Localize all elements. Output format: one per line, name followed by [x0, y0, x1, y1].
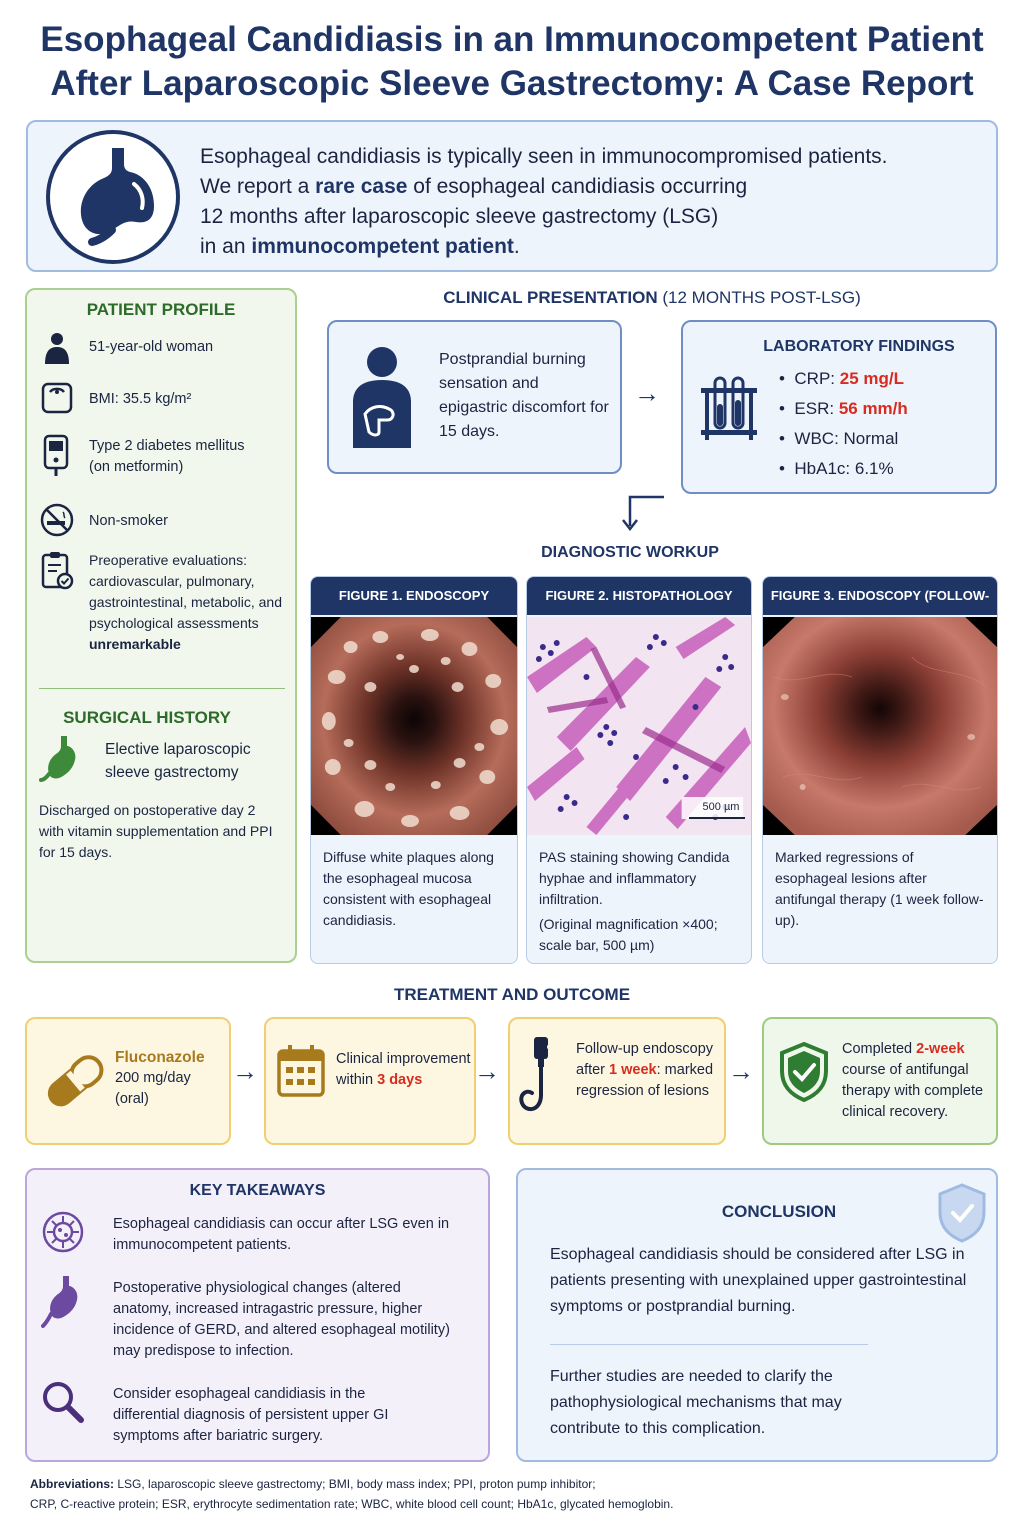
- conclusion-text-2: Further studies are needed to clarify th…: [550, 1368, 842, 1437]
- profile-divider: [39, 688, 285, 689]
- profile-bmi: BMI: 35.5 kg/m²: [39, 380, 289, 420]
- profile-smoking: Non-smoker: [39, 502, 289, 542]
- figure-1-title: FIGURE 1. ENDOSCOPY (INITIAL): [311, 577, 517, 641]
- takeaway-2: Postoperative physiological changes (alt…: [41, 1274, 481, 1364]
- figure-1-panel: FIGURE 1. ENDOSCOPY (INITIAL) Diffuse wh…: [310, 576, 518, 964]
- shield-check-icon: [938, 1183, 986, 1243]
- figure-2-panel: FIGURE 2. HISTOPATHOLOGY 500 µm PAS stai…: [526, 576, 752, 964]
- patient-profile-panel: PATIENT PROFILE 51-year-old woman BMI: 3…: [25, 288, 297, 963]
- treatment-improvement-box: Clinical improvement within 3 days: [264, 1017, 476, 1145]
- intro-text: Esophageal candidiasis is typically seen…: [200, 145, 888, 258]
- figure-2-scale-label: 500 µm: [702, 801, 740, 813]
- surgical-history-item: Elective laparoscopic sleeve gastrectomy: [39, 734, 299, 788]
- figure-3-panel: FIGURE 3. ENDOSCOPY (FOLLOW-UP) Marked r…: [762, 576, 998, 964]
- treatment-followup-text: Follow-up endoscopy after 1 week: marked…: [576, 1041, 714, 1099]
- intro-highlight-immunocompetent: immunocompetent patient: [251, 235, 514, 258]
- conclusion-text-1: Esophageal candidiasis should be conside…: [550, 1246, 967, 1315]
- takeaway-1: Esophageal candidiasis can occur after L…: [41, 1210, 481, 1258]
- figure-3-title: FIGURE 3. ENDOSCOPY (FOLLOW-UP): [763, 577, 997, 641]
- arrow-down-left-icon: [622, 495, 664, 532]
- figure-2-scale-bar: [689, 817, 745, 819]
- takeaway-3: Consider esophageal candidiasis in the d…: [41, 1380, 481, 1452]
- figure-3-endoscopy-image: [763, 617, 997, 835]
- symptom-box: Postprandial burning sensation and epiga…: [327, 320, 622, 474]
- arrow-right-icon: →: [728, 1056, 754, 1086]
- laboratory-findings-box: LABORATORY FINDINGS • CRP: 25 mg/L • ESR…: [681, 320, 997, 494]
- symptom-text: Postprandial burning sensation and epiga…: [439, 351, 609, 440]
- laboratory-list: • CRP: 25 mg/L • ESR: 56 mm/h • WBC: Nor…: [779, 364, 989, 484]
- figure-3-caption: Marked regressions of esophageal lesions…: [775, 849, 984, 928]
- conclusion-panel: CONCLUSION Esophageal candidiasis should…: [516, 1168, 998, 1462]
- treatment-drug-text: Fluconazole 200 mg/day (oral): [115, 1049, 205, 1107]
- profile-diabetes: Type 2 diabetes mellitus (on metformin): [39, 434, 289, 484]
- discharge-note: Discharged on postoperative day 2 with v…: [39, 802, 273, 860]
- lab-wbc: • WBC: Normal: [779, 429, 899, 448]
- figure-2-histopathology-image: [527, 617, 751, 835]
- page-title: Esophageal Candidiasis in an Immunocompe…: [40, 20, 984, 103]
- treatment-completion-text: Completed 2-week course of antifungal th…: [842, 1041, 984, 1120]
- magnifying-glass-icon: [43, 1382, 84, 1423]
- abbreviations-footer: Abbreviations: LSG, laparoscopic sleeve …: [30, 1477, 674, 1511]
- arrow-right-icon: →: [474, 1056, 500, 1086]
- treatment-fluconazole-box: Fluconazole 200 mg/day (oral): [25, 1017, 231, 1145]
- figure-1-endoscopy-image: [311, 617, 517, 835]
- patient-profile-heading: PATIENT PROFILE: [86, 300, 236, 319]
- arrow-right-icon: →: [232, 1056, 258, 1086]
- surgical-history-heading: SURGICAL HISTORY: [63, 708, 231, 727]
- intro-panel: Esophageal candidiasis is typically seen…: [26, 120, 998, 272]
- scale-icon: [41, 382, 73, 414]
- glucometer-icon: [43, 434, 69, 476]
- person-icon: [45, 333, 69, 364]
- clipboard-check-icon: [41, 552, 74, 590]
- preop-result: unremarkable: [89, 636, 181, 652]
- key-takeaways-panel: KEY TAKEAWAYS Esophageal candidiasis can…: [25, 1168, 490, 1462]
- diagnostic-workup-heading: DIAGNOSTIC WORKUP: [541, 544, 719, 561]
- endoscope-icon: [519, 1037, 553, 1112]
- treatment-improvement-text: Clinical improvement within 3 days: [336, 1051, 471, 1088]
- arrow-right-icon: →: [634, 378, 660, 408]
- treatment-outcome-heading: TREATMENT AND OUTCOME: [393, 985, 631, 1004]
- stomach-icon: [46, 130, 180, 264]
- test-tubes-icon: [701, 376, 757, 440]
- stomach-icon: [41, 1276, 78, 1328]
- intro-highlight-rare: rare case: [315, 175, 408, 198]
- conclusion-divider: [550, 1344, 868, 1345]
- microbe-icon: [42, 1211, 84, 1253]
- treatment-followup-box: Follow-up endoscopy after 1 week: marked…: [508, 1017, 726, 1145]
- sleeve-stomach-icon: [39, 736, 76, 782]
- lab-crp: • CRP: 25 mg/L: [779, 369, 904, 388]
- key-takeaways-heading: KEY TAKEAWAYS: [189, 1182, 326, 1199]
- patient-abdominal-pain-icon: [353, 347, 411, 448]
- lab-hba1c: • HbA1c: 6.1%: [779, 459, 894, 478]
- clinical-presentation-heading: CLINICAL PRESENTATION (12 MONTHS POST-LS…: [443, 288, 861, 307]
- profile-age: 51-year-old woman: [39, 330, 289, 370]
- no-smoking-icon: [40, 503, 74, 537]
- profile-preop: Preoperative evaluations: cardiovascular…: [39, 550, 299, 660]
- laboratory-findings-heading: LABORATORY FINDINGS: [763, 338, 955, 355]
- figure-1-caption: Diffuse white plaques along the esophage…: [323, 849, 494, 928]
- shield-check-icon: [780, 1041, 828, 1103]
- treatment-completion-box: Completed 2-week course of antifungal th…: [762, 1017, 998, 1145]
- pill-capsule-icon: [47, 1055, 104, 1107]
- figure-2-caption: PAS staining showing Candida hyphae and …: [539, 849, 730, 953]
- figure-2-title: FIGURE 2. HISTOPATHOLOGY: [527, 577, 751, 615]
- calendar-icon: [277, 1045, 325, 1097]
- lab-esr: • ESR: 56 mm/h: [779, 399, 908, 418]
- conclusion-heading: CONCLUSION: [721, 1202, 837, 1221]
